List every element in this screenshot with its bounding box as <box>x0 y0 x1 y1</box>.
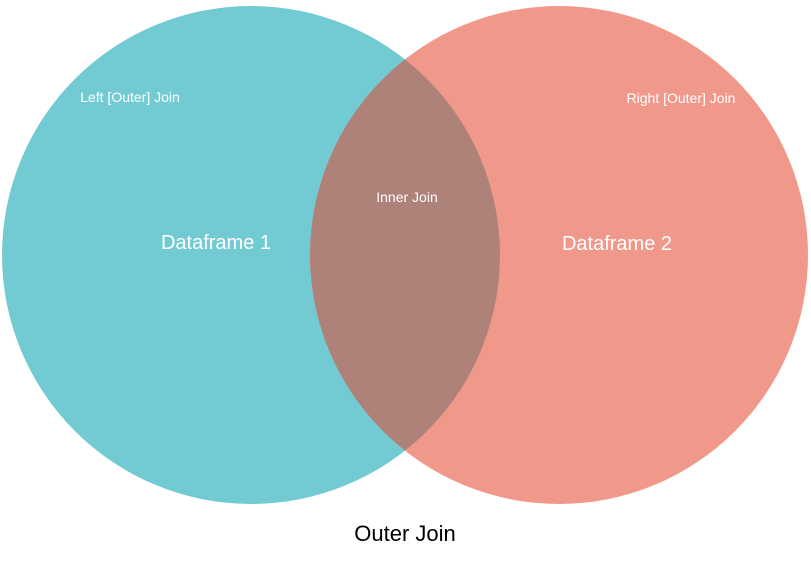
right-outer-join-label: Right [Outer] Join <box>626 90 736 106</box>
dataframe1-label: Dataframe 1 <box>160 232 272 254</box>
left-outer-join-label: Left [Outer] Join <box>80 89 180 105</box>
intersection-region <box>309 59 501 451</box>
dataframe2-label: Dataframe 2 <box>561 233 673 255</box>
outer-join-caption: Outer Join <box>354 521 456 546</box>
inner-join-label: Inner Join <box>376 189 438 205</box>
